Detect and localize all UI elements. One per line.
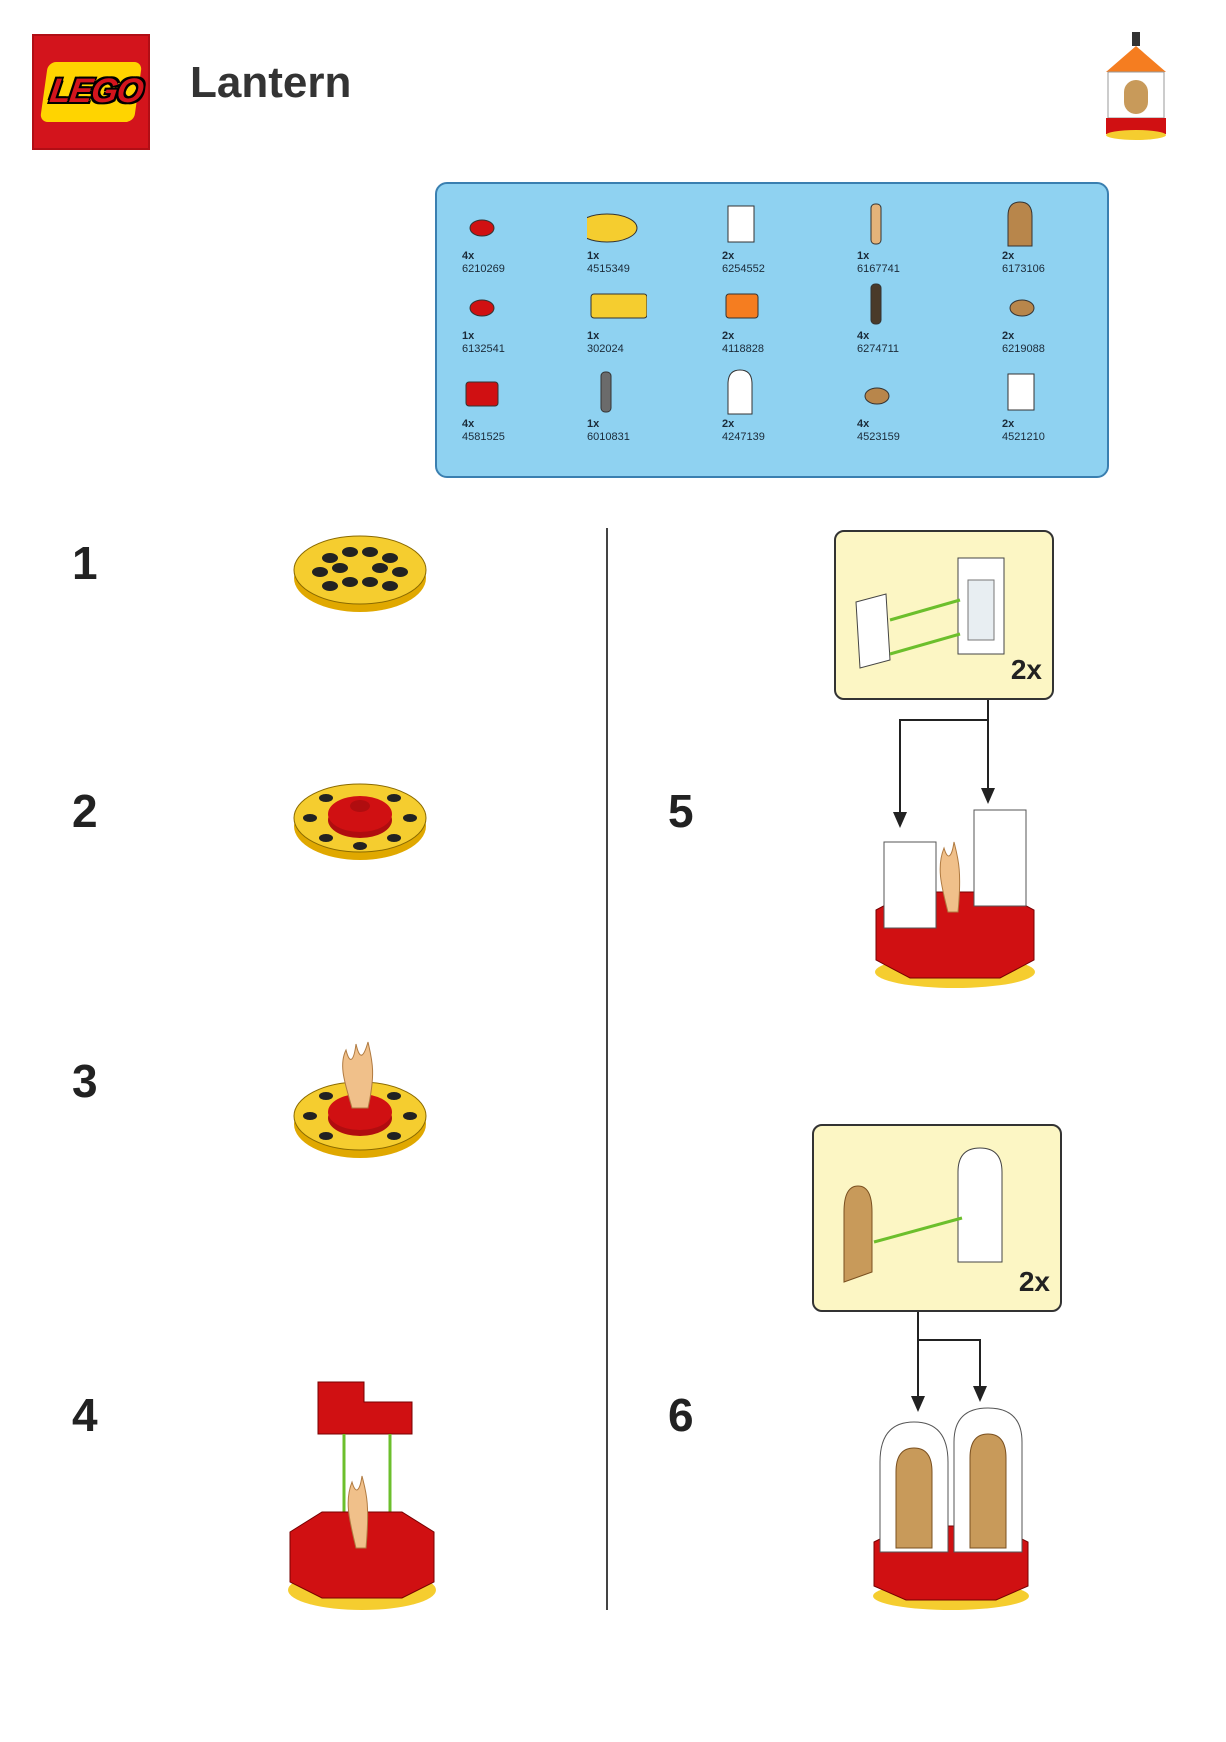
part-number: 302024 (587, 343, 624, 355)
orange-slope-icon (725, 293, 759, 319)
part-number: 4247139 (722, 431, 765, 443)
step-6-callout-illustration (843, 1147, 1003, 1283)
step-5-callout: 2x (834, 530, 1054, 700)
yellow-plate-icon (590, 293, 647, 319)
part-number: 4515349 (587, 263, 630, 275)
part-quantity: 1x (587, 418, 600, 430)
red-corner-brick-icon (465, 381, 499, 407)
part-number: 6010831 (587, 431, 630, 443)
part-quantity: 2x (1002, 250, 1015, 262)
part-number: 6167741 (857, 263, 900, 275)
arched-window-frame-icon (727, 369, 753, 415)
part-quantity: 4x (462, 250, 475, 262)
column-divider (606, 528, 608, 1610)
step-number-5: 5 (668, 785, 694, 837)
step-2-illustration (293, 783, 427, 860)
window-frame-icon (1007, 373, 1035, 411)
arched-door-icon (1007, 201, 1033, 247)
candle-stick-icon (870, 283, 882, 325)
step-number-4: 4 (72, 1389, 98, 1441)
step-5-multiplier: 2x (1010, 654, 1042, 685)
step-number-1: 1 (72, 537, 98, 589)
part-number: 4523159 (857, 431, 900, 443)
part-quantity: 2x (722, 250, 735, 262)
lego-logo-text: LEGO (47, 72, 146, 110)
window-glass-icon (727, 205, 755, 243)
part-quantity: 2x (722, 418, 735, 430)
step-4-illustration (288, 1381, 436, 1610)
lego-logo-badge: LEGO (39, 62, 146, 122)
tan-stud-icon (864, 387, 890, 405)
grey-hook-icon (600, 371, 612, 413)
part-number: 6274711 (857, 343, 900, 355)
part-number: 6132541 (462, 343, 505, 355)
part-quantity: 1x (587, 250, 600, 262)
part-quantity: 4x (857, 418, 870, 430)
lego-logo: LEGO (32, 34, 150, 150)
part-number: 4118828 (722, 343, 765, 355)
page-title: Lantern (190, 58, 352, 107)
step-5-callout-illustration (855, 557, 1005, 669)
step-number-6: 6 (668, 1389, 694, 1441)
part-number: 4521210 (1002, 431, 1045, 443)
yellow-round-plate-icon (587, 213, 638, 243)
flame-piece-icon (870, 203, 882, 245)
part-number: 6254552 (722, 263, 765, 275)
step-5-illustration (875, 809, 1035, 988)
step-3-illustration (293, 1041, 427, 1158)
part-quantity: 4x (462, 418, 475, 430)
part-number: 6173106 (1002, 263, 1045, 275)
part-number: 4581525 (462, 431, 505, 443)
step-5-connector-arrows (893, 700, 995, 828)
step-6-connector-arrows (911, 1312, 987, 1412)
part-quantity: 4x (857, 330, 870, 342)
red-round-tile-icon (469, 299, 495, 317)
part-quantity: 1x (462, 330, 475, 342)
step-6-callout: 2x (812, 1124, 1062, 1312)
part-quantity: 2x (722, 330, 735, 342)
tan-ring-icon (1009, 299, 1035, 317)
part-quantity: 1x (857, 250, 870, 262)
part-quantity: 2x (1002, 418, 1015, 430)
step-number-2: 2 (72, 785, 98, 837)
red-round-plate-icon (469, 219, 495, 237)
step-6-illustration (873, 1407, 1029, 1610)
lantern-preview-icon (1106, 32, 1166, 140)
part-quantity: 2x (1002, 330, 1015, 342)
step-6-multiplier: 2x (1018, 1266, 1050, 1297)
part-number: 6210269 (462, 263, 505, 275)
step-number-3: 3 (72, 1055, 98, 1107)
part-quantity: 1x (587, 330, 600, 342)
part-number: 6219088 (1002, 343, 1045, 355)
step-1-illustration (293, 535, 427, 612)
